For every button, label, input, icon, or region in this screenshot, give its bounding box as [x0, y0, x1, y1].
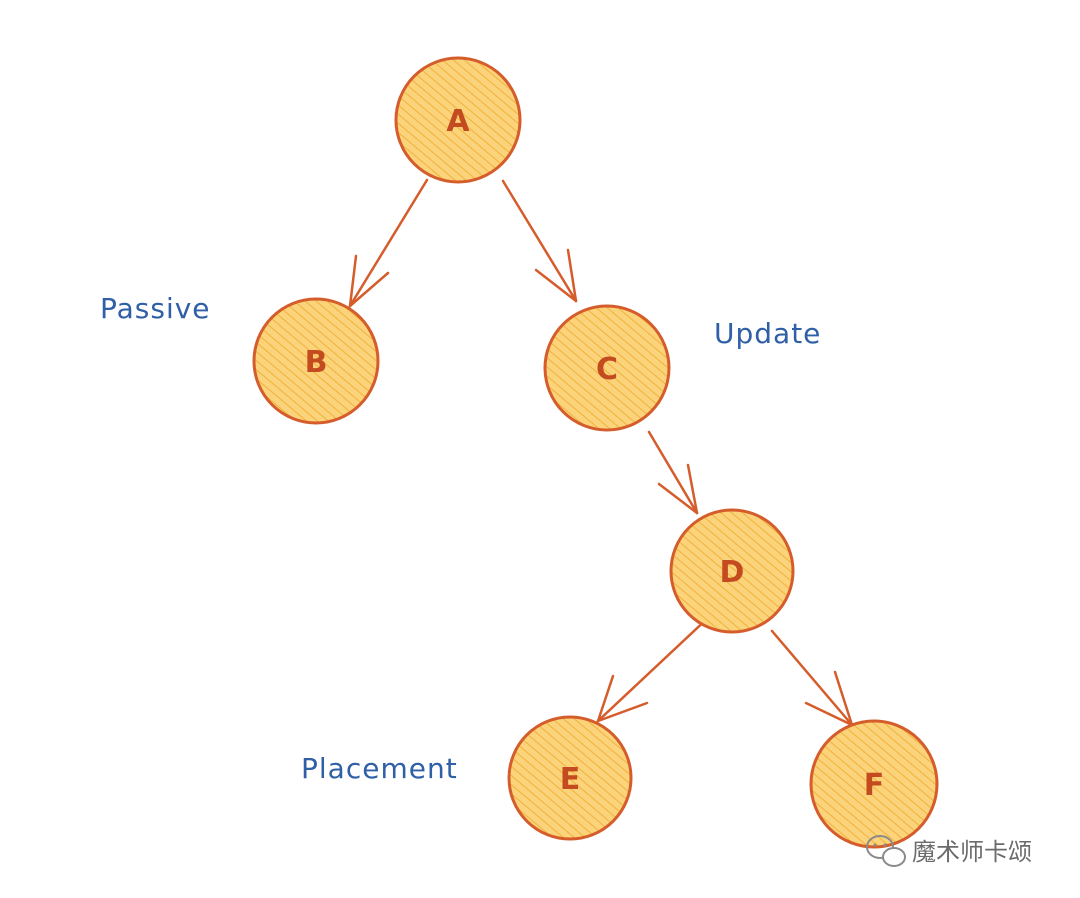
flag-passive: Passive	[100, 292, 211, 325]
edge-c-d	[647, 430, 699, 515]
node-e-label: E	[560, 762, 581, 797]
node-a: A	[394, 56, 522, 184]
watermark: 魔术师卡颂	[866, 835, 1032, 867]
node-f: F	[809, 719, 939, 849]
edge-a-b	[348, 178, 429, 308]
edges	[348, 178, 854, 727]
node-b: B	[252, 297, 380, 425]
edge-d-f	[770, 629, 854, 727]
flag-placement: Placement	[301, 752, 458, 785]
node-f-circle	[809, 719, 939, 849]
wechat-icon	[866, 835, 906, 867]
node-b-label: B	[305, 345, 328, 380]
node-e-circle	[507, 715, 633, 841]
node-c-circle	[543, 304, 671, 432]
node-e: E	[507, 715, 633, 841]
node-d-label: D	[720, 555, 745, 590]
node-a-label: A	[446, 104, 470, 139]
flag-update: Update	[714, 317, 821, 350]
node-c: C	[543, 304, 671, 432]
node-a-circle	[394, 56, 522, 184]
edge-a-c	[501, 179, 578, 303]
edge-d-e	[596, 614, 712, 723]
node-c-label: C	[596, 352, 618, 387]
watermark-text: 魔术师卡颂	[912, 838, 1032, 866]
node-d-circle	[669, 508, 795, 634]
node-d: D	[669, 508, 795, 634]
node-f-label: F	[864, 768, 885, 803]
node-b-circle	[252, 297, 380, 425]
